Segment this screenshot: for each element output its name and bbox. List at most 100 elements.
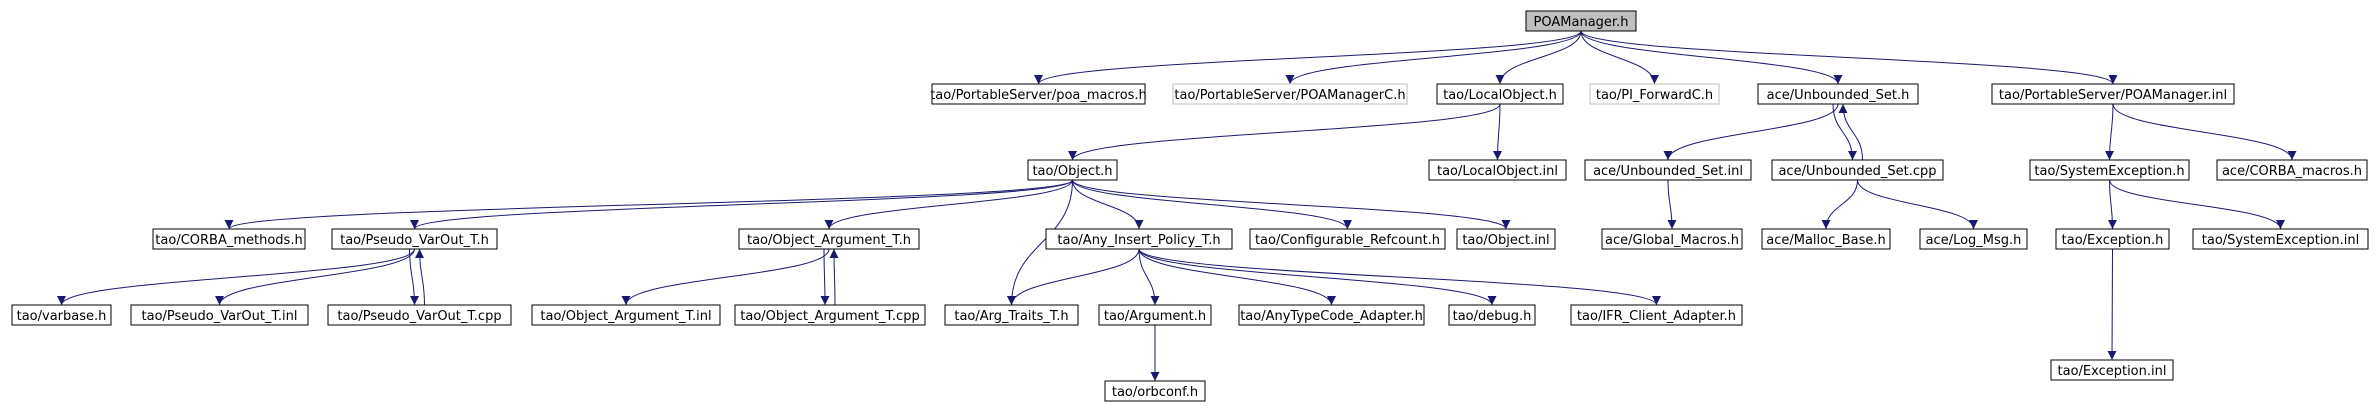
edge-any_insert_policy-to-ifr_client_adapter [1138,248,1661,306]
edge-poamanager_h-to-unbounded_set_h [1580,30,1843,85]
node-box [1757,83,1919,105]
edge-pseudo_varout_cpp-to-pseudo_varout_h [415,248,425,306]
node-unbounded_set_inl[interactable]: ace/Unbounded_Set.inl [1584,159,1752,181]
edge-object_argument_cpp-to-object_argument_h [829,248,839,306]
node-box [944,304,1079,326]
node-box [11,304,112,326]
node-systemexception_inl[interactable]: tao/SystemException.inl [2192,228,2369,250]
node-label: tao/Pseudo_VarOut_T.inl [142,309,298,324]
node-label: tao/Argument.h [1104,309,1206,324]
node-label: tao/CORBA_methods.h [155,233,302,248]
node-label: ace/Unbounded_Set.cpp [1778,164,1936,179]
node-localobject_inl[interactable]: tao/LocalObject.inl [1428,159,1567,181]
node-localobject_h[interactable]: tao/LocalObject.h [1436,83,1564,105]
node-configurable_refcount[interactable]: tao/Configurable_Refcount.h [1249,228,1446,250]
node-systemexception_h[interactable]: tao/SystemException.h [2029,159,2190,181]
edge-exception_h-to-exception_inl [2107,248,2117,361]
edge-unbounded_set_cpp-to-malloc_base [1821,179,1858,230]
node-label: ace/Global_Macros.h [1605,233,1739,248]
node-box [1919,228,2028,250]
node-poamanagerc: tao/PortableServer/POAManagerC.h [1172,83,1408,105]
edge-object_argument_h-to-object_argument_inl [621,248,830,306]
node-ifr_client_adapter[interactable]: tao/IFR_Client_Adapter.h [1570,304,1743,326]
edge-unbounded_set_h-to-unbounded_set_cpp [1832,103,1857,161]
node-pseudo_varout_h[interactable]: tao/Pseudo_VarOut_T.h [331,228,498,250]
node-label: tao/PI_ForwardC.h [1596,88,1713,103]
node-box [738,228,920,250]
node-box [2055,228,2170,250]
node-arg_traits[interactable]: tao/Arg_Traits_T.h [944,304,1079,326]
node-label: tao/varbase.h [17,309,107,324]
node-argument_h[interactable]: tao/Argument.h [1098,304,1212,326]
edge-unbounded_set_cpp-to-log_msg [1857,179,1978,230]
node-label: tao/Object_Argument_T.cpp [740,309,919,324]
node-box [1601,228,1743,250]
node-label: ace/Log_Msg.h [1926,233,2022,248]
node-box [734,304,926,326]
node-box [1456,228,1556,250]
node-object_inl[interactable]: tao/Object.inl [1456,228,1556,250]
node-box [1428,159,1567,181]
node-corba_macros[interactable]: ace/CORBA_macros.h [2216,159,2368,181]
node-label: tao/Object_Argument_T.h [747,233,911,248]
node-debug_h[interactable]: tao/debug.h [1448,304,1536,326]
node-label: ace/CORBA_macros.h [2222,164,2362,179]
node-box [1249,228,1446,250]
node-global_macros[interactable]: ace/Global_Macros.h [1601,228,1743,250]
node-corba_methods[interactable]: tao/CORBA_methods.h [152,228,306,250]
node-box [1027,159,1118,181]
node-unbounded_set_h[interactable]: ace/Unbounded_Set.h [1757,83,1919,105]
node-box [1448,304,1536,326]
node-log_msg[interactable]: ace/Log_Msg.h [1919,228,2028,250]
node-box [2029,159,2190,181]
node-label: tao/Object.inl [1462,233,1549,248]
edge-any_insert_policy-to-debug_h [1138,248,1497,306]
node-exception_inl[interactable]: tao/Exception.inl [2050,359,2174,381]
node-box [1584,159,1752,181]
node-exception_h[interactable]: tao/Exception.h [2055,228,2170,250]
edge-poamanager_inl-to-corba_macros [2112,103,2297,161]
node-object_argument_inl[interactable]: tao/Object_Argument_T.inl [531,304,721,326]
edge-poamanager_h-to-poamanagerc [1285,30,1582,85]
edge-poamanager_h-to-poamanager_inl [1580,30,2118,85]
node-any_insert_policy[interactable]: tao/Any_Insert_Policy_T.h [1045,228,1233,250]
node-box [1589,83,1720,105]
node-poamanager_h[interactable]: POAManager.h [1525,10,1637,32]
node-box [1991,83,2235,105]
node-box [931,83,1146,105]
node-box [1238,304,1425,326]
node-object_argument_cpp[interactable]: tao/Object_Argument_T.cpp [734,304,926,326]
node-label: tao/SystemException.inl [2202,233,2359,248]
node-pi_forwardc: tao/PI_ForwardC.h [1589,83,1720,105]
edge-object_h-to-object_argument_h [824,179,1073,230]
node-varbase[interactable]: tao/varbase.h [11,304,112,326]
node-box [1104,380,1206,402]
edge-localobject_h-to-object_h [1068,103,1501,161]
node-label: ace/Unbounded_Set.h [1767,88,1910,103]
node-label: tao/debug.h [1453,309,1532,324]
node-label: tao/Object.h [1032,164,1112,179]
node-box [2192,228,2369,250]
node-unbounded_set_cpp[interactable]: ace/Unbounded_Set.cpp [1771,159,1944,181]
nodes-layer: POAManager.h tao/PortableServer/poa_macro… [11,10,2369,402]
node-label: tao/PortableServer/POAManager.inl [1999,88,2227,103]
edge-object_h-to-object_inl [1072,179,1511,230]
node-object_h[interactable]: tao/Object.h [1027,159,1118,181]
node-pseudo_varout_cpp[interactable]: tao/Pseudo_VarOut_T.cpp [327,304,512,326]
node-orbconf[interactable]: tao/orbconf.h [1104,380,1206,402]
node-malloc_base[interactable]: ace/Malloc_Base.h [1761,228,1891,250]
node-box [2050,359,2174,381]
node-pseudo_varout_inl[interactable]: tao/Pseudo_VarOut_T.inl [130,304,309,326]
node-poamanager_inl[interactable]: tao/PortableServer/POAManager.inl [1991,83,2235,105]
node-poa_macros[interactable]: tao/PortableServer/poa_macros.h [930,83,1147,105]
node-box [331,228,498,250]
edge-pseudo_varout_h-to-varbase [57,248,415,306]
node-label: tao/SystemException.h [2034,164,2184,179]
edge-any_insert_policy-to-argument_h [1138,248,1160,306]
node-box [531,304,721,326]
node-object_argument_h[interactable]: tao/Object_Argument_T.h [738,228,920,250]
node-box [327,304,512,326]
node-anytypecode_adapter[interactable]: tao/AnyTypeCode_Adapter.h [1238,304,1425,326]
node-box [1771,159,1944,181]
